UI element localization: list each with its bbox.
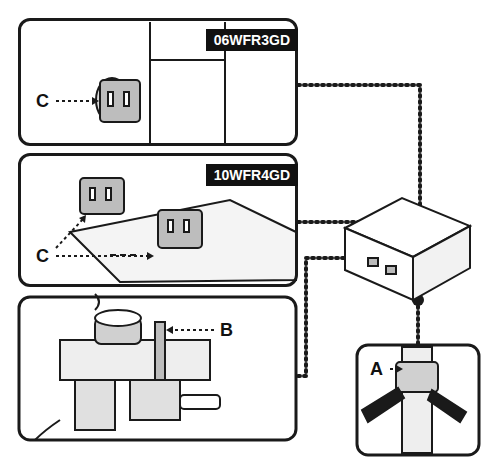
gas-valve-box <box>345 198 470 300</box>
detail-panel: 10WFR4GD <box>18 153 298 287</box>
leader-line <box>56 101 400 369</box>
model-label: 10WFR4GD <box>206 164 298 186</box>
plug-connector <box>70 178 296 282</box>
detail-panel <box>19 297 296 440</box>
detail-panel: 06WFR3GD <box>18 18 298 146</box>
detail-panel <box>357 345 479 455</box>
callout-letter: A <box>370 360 383 378</box>
callout-letter: C <box>36 247 49 265</box>
arrow-head <box>79 97 403 373</box>
gas-tap <box>362 347 466 453</box>
callout-letter: C <box>36 92 49 110</box>
model-label: 06WFR3GD <box>206 29 298 51</box>
gas-valve <box>35 294 220 440</box>
callout-letter: B <box>220 321 233 339</box>
